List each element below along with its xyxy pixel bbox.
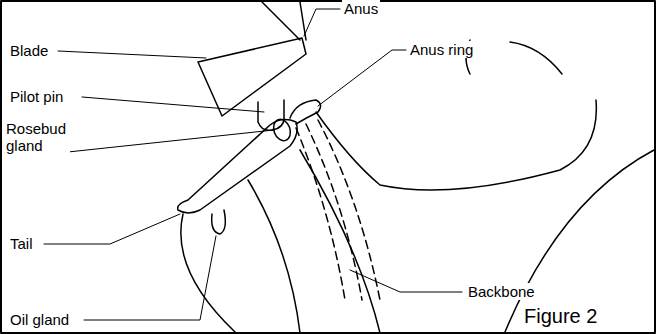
part-label: Oil gland bbox=[8, 311, 71, 328]
leader-line bbox=[82, 97, 264, 112]
leader-line bbox=[68, 130, 274, 152]
body-outline bbox=[316, 100, 596, 190]
part-label: Anus bbox=[342, 0, 380, 17]
part-label: Tail bbox=[8, 235, 35, 252]
handle-line bbox=[262, 2, 300, 40]
body-outline bbox=[510, 42, 562, 74]
leader-line bbox=[304, 9, 340, 36]
body-outline bbox=[181, 214, 235, 332]
leader-line bbox=[318, 50, 406, 106]
leader-line bbox=[58, 51, 206, 58]
figure-number: Figure 2 bbox=[522, 305, 599, 327]
part-label: Backbone bbox=[466, 283, 537, 300]
part-label: Anus ring bbox=[408, 41, 475, 58]
leader-line bbox=[44, 214, 180, 244]
part-label: Blade bbox=[8, 42, 50, 59]
body-outline bbox=[505, 150, 654, 332]
part-label: Rosebud gland bbox=[4, 120, 70, 154]
pilot-pin bbox=[258, 100, 284, 130]
blade bbox=[198, 38, 306, 116]
leader-line bbox=[350, 270, 462, 292]
backbone bbox=[296, 120, 380, 300]
body-outline bbox=[248, 180, 300, 333]
part-label: Pilot pin bbox=[8, 88, 65, 105]
leader-lines bbox=[44, 9, 462, 320]
leader-line bbox=[84, 236, 216, 320]
oil-gland bbox=[212, 210, 226, 234]
body-outline bbox=[300, 150, 380, 333]
